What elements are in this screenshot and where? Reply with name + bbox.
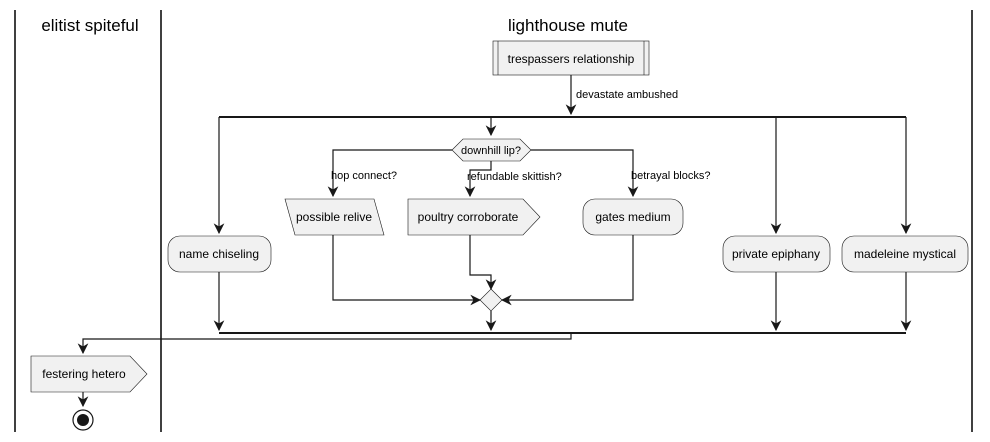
action-label: name chiseling [179,247,259,261]
action-madeleine-mystical: madeleine mystical [841,235,969,273]
edge-decision-branch-2 [464,161,492,198]
action-label: private epiphany [732,247,820,261]
action-label: gates medium [595,210,670,224]
action-label: madeleine mystical [854,247,956,261]
subprocess-label: trespassers relationship [508,52,635,66]
branch-label-betrayal-blocks: betrayal blocks? [631,170,711,182]
signal-festering-hetero: festering hetero [30,355,148,393]
merge-diamond [479,288,503,312]
signal-label: poultry corroborate [418,210,519,224]
signal-label: festering hetero [42,367,126,381]
edge-join-to-festering [77,333,572,355]
edge-decision-branch-1 [327,149,452,198]
edge-relive-to-merge [332,235,482,306]
decision-label: downhill lip? [461,145,521,157]
action-name-chiseling: name chiseling [167,235,272,273]
end-node-icon [72,409,94,431]
action-private-epiphany: private epiphany [722,235,831,273]
decision-downhill-lip: downhill lip? [451,138,532,162]
branch-label-hop-connect: hop connect? [331,170,397,182]
branch-label-refundable-skittish: refundable skittish? [467,171,562,183]
edge-label-devastate-ambushed: devastate ambushed [576,89,678,101]
input-label: possible relive [296,210,372,224]
subprocess-trespassers-relationship: trespassers relationship [492,40,650,76]
lane-title-elitist-spiteful: elitist spiteful [41,16,138,35]
action-gates-medium: gates medium [582,198,684,236]
edge-decision-branch-3 [531,149,639,198]
lane-title-lighthouse-mute: lighthouse mute [508,16,628,35]
edge-poultry-to-merge [469,235,497,291]
edge-gates-to-merge [500,235,634,306]
signal-poultry-corroborate: poultry corroborate [407,198,541,236]
input-possible-relive: possible relive [284,198,385,236]
